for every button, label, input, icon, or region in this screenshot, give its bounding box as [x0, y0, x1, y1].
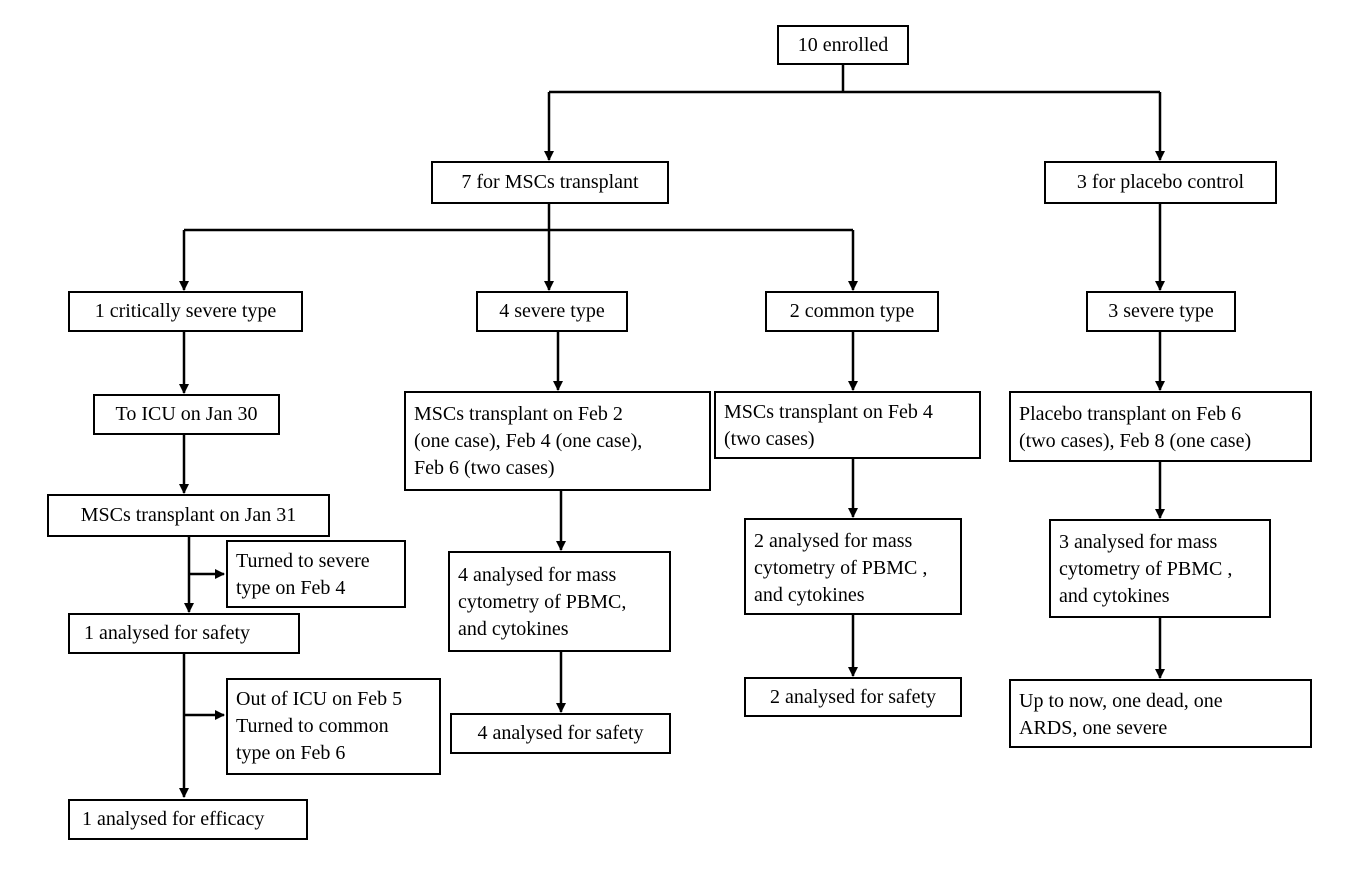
placebo-outcome-line-2: ARDS, one severe — [1019, 717, 1168, 739]
common-analysed-line-2: cytometry of PBMC , — [754, 557, 928, 579]
critical-safety-label: 1 analysed for safety — [84, 622, 251, 644]
severe-transplant-line-3: Feb 6 (two cases) — [414, 457, 555, 479]
out-icu-box: Out of ICU on Feb 5 Turned to common typ… — [226, 678, 441, 775]
common-transplant-line-2: (two cases) — [724, 428, 815, 450]
placebo-severe-type-label: 3 severe type — [1108, 300, 1214, 322]
placebo-analysed-line-1: 3 analysed for mass — [1059, 531, 1218, 553]
critical-type-label: 1 critically severe type — [94, 300, 277, 322]
placebo-transplant-line-2: (two cases), Feb 8 (one case) — [1019, 430, 1252, 452]
critical-transplant-box: MSCs transplant on Jan 31 — [47, 494, 330, 537]
severe-analysed-line-3: and cytokines — [458, 618, 569, 640]
turned-severe-box: Turned to severe type on Feb 4 — [226, 540, 406, 608]
common-analysed-box: 2 analysed for mass cytometry of PBMC , … — [744, 518, 962, 615]
placebo-outcome-box: Up to now, one dead, one ARDS, one sever… — [1009, 679, 1312, 748]
critical-safety-box: 1 analysed for safety — [68, 613, 300, 654]
critical-transplant-label: MSCs transplant on Jan 31 — [80, 504, 297, 526]
common-safety-box: 2 analysed for safety — [744, 677, 962, 717]
common-type-label: 2 common type — [789, 300, 915, 322]
severe-analysed-line-1: 4 analysed for mass — [458, 564, 617, 586]
placebo-group-box: 3 for placebo control — [1044, 161, 1277, 204]
out-icu-line-3: type on Feb 6 — [236, 742, 346, 764]
common-analysed-line-3: and cytokines — [754, 584, 865, 606]
common-type-box: 2 common type — [765, 291, 939, 332]
icu-label: To ICU on Jan 30 — [115, 403, 258, 425]
turned-severe-line-2: type on Feb 4 — [236, 577, 346, 599]
severe-analysed-box: 4 analysed for mass cytometry of PBMC, a… — [448, 551, 671, 652]
common-transplant-box: MSCs transplant on Feb 4 (two cases) — [714, 391, 981, 459]
critical-type-box: 1 critically severe type — [68, 291, 303, 332]
msc-group-label: 7 for MSCs transplant — [461, 171, 639, 193]
enrolled-box: 10 enrolled — [777, 25, 909, 65]
severe-transplant-line-1: MSCs transplant on Feb 2 — [414, 403, 623, 425]
severe-transplant-line-2: (one case), Feb 4 (one case), — [414, 430, 643, 452]
placebo-severe-type-box: 3 severe type — [1086, 291, 1236, 332]
placebo-analysed-line-2: cytometry of PBMC , — [1059, 558, 1233, 580]
out-icu-line-1: Out of ICU on Feb 5 — [236, 688, 403, 710]
placebo-outcome-line-1: Up to now, one dead, one — [1019, 690, 1223, 712]
common-safety-label: 2 analysed for safety — [769, 685, 937, 708]
out-icu-line-2: Turned to common — [236, 715, 389, 737]
placebo-transplant-line-1: Placebo transplant on Feb 6 — [1019, 403, 1242, 425]
severe-safety-box: 4 analysed for safety — [450, 713, 671, 754]
severe-transplant-box: MSCs transplant on Feb 2 (one case), Feb… — [404, 391, 711, 491]
placebo-analysed-box: 3 analysed for mass cytometry of PBMC , … — [1049, 519, 1271, 618]
placebo-analysed-line-3: and cytokines — [1059, 585, 1170, 607]
severe-type-label: 4 severe type — [499, 300, 605, 322]
turned-severe-line-1: Turned to severe — [236, 550, 370, 572]
severe-type-box: 4 severe type — [476, 291, 628, 332]
placebo-group-label: 3 for placebo control — [1076, 171, 1245, 193]
placebo-transplant-box: Placebo transplant on Feb 6 (two cases),… — [1009, 391, 1312, 462]
severe-analysed-line-2: cytometry of PBMC, — [458, 591, 627, 613]
icu-box: To ICU on Jan 30 — [93, 394, 280, 435]
severe-safety-label: 4 analysed for safety — [477, 722, 644, 744]
critical-efficacy-label: 1 analysed for efficacy — [82, 808, 265, 830]
critical-efficacy-box: 1 analysed for efficacy — [68, 799, 308, 840]
common-transplant-line-1: MSCs transplant on Feb 4 — [724, 401, 933, 423]
enrolled-label: 10 enrolled — [797, 33, 889, 56]
common-analysed-line-1: 2 analysed for mass — [754, 530, 913, 552]
msc-group-box: 7 for MSCs transplant — [431, 161, 669, 204]
